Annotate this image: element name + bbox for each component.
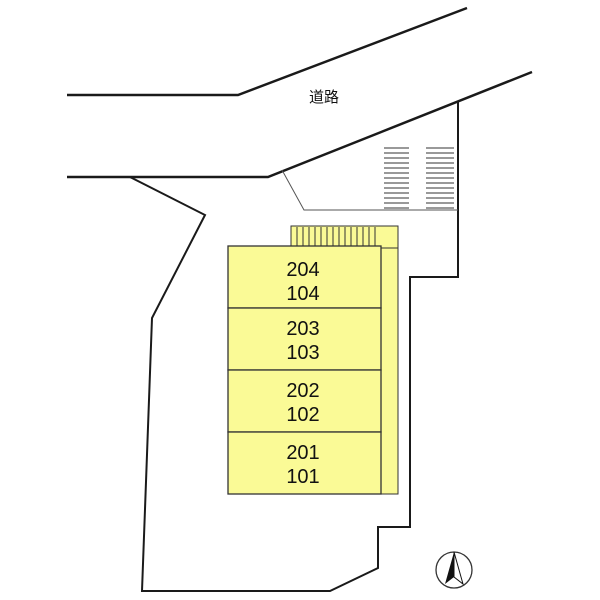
compass-arrow [445, 552, 454, 584]
unit-lower-number: 102 [286, 404, 319, 426]
unit-upper-number: 202 [286, 380, 319, 402]
unit-lower-number: 103 [286, 342, 319, 364]
unit-202-102: 202 102 [227, 369, 382, 433]
road-upper-edge [67, 6, 468, 97]
unit-lower-number: 104 [286, 283, 319, 305]
parking-stripes-right [426, 147, 454, 209]
unit-room [227, 245, 382, 309]
unit-upper-number: 204 [286, 259, 319, 281]
unit-204-104: 204 104 [227, 245, 382, 309]
unit-room [227, 431, 382, 495]
road-label: 道路 [309, 88, 339, 106]
unit-room [227, 307, 382, 371]
parking-stripes-left [384, 147, 409, 209]
unit-block: 204 104 203 103 202 102 201 101 [227, 245, 382, 495]
unit-lower-number: 101 [286, 466, 319, 488]
unit-203-103: 203 103 [227, 307, 382, 371]
road [67, 6, 533, 179]
stair-treads [296, 227, 376, 246]
site-boundary [129, 101, 459, 592]
road-lower-edge [67, 70, 533, 179]
unit-room [227, 369, 382, 433]
unit-upper-number: 203 [286, 318, 319, 340]
north-arrow-icon [435, 551, 473, 589]
unit-201-101: 201 101 [227, 431, 382, 495]
compass-arrow-half [453, 551, 464, 586]
unit-upper-number: 201 [286, 442, 319, 464]
parking-area-outline [281, 169, 458, 211]
